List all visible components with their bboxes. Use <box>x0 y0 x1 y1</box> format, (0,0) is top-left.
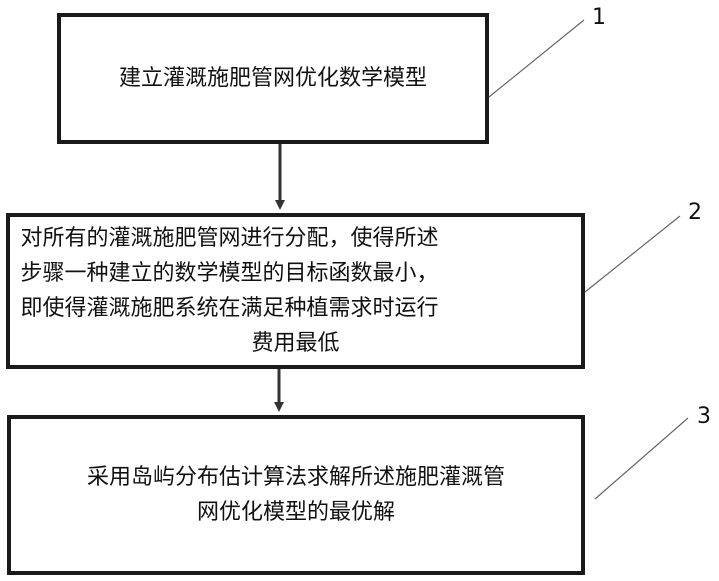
step-3-number-label: 3 <box>697 405 711 429</box>
step-3-box: 采用岛屿分布估计算法求解所述施肥灌溉管 网优化模型的最优解 <box>7 415 585 575</box>
step-2-line: 费用最低 <box>21 326 571 361</box>
step-1-text: 建立灌溉施肥管网优化数学模型 <box>119 61 427 96</box>
leader-line-3 <box>595 418 688 499</box>
step-2-line: 即使得灌溉施肥系统在满足种植需求时运行 <box>21 291 571 326</box>
step-2-box: 对所有的灌溉施肥管网进行分配，使得所述 步骤一种建立的数学模型的目标函数最小， … <box>6 213 585 369</box>
step-1-box: 建立灌溉施肥管网优化数学模型 <box>57 13 489 144</box>
step-2-number-label: 2 <box>688 201 702 225</box>
leader-line-2 <box>585 216 680 292</box>
step-2-line: 对所有的灌溉施肥管网进行分配，使得所述 <box>21 221 571 256</box>
leader-line-1 <box>489 20 584 97</box>
step-1-number-label: 1 <box>592 6 606 30</box>
step-2-text: 对所有的灌溉施肥管网进行分配，使得所述 步骤一种建立的数学模型的目标函数最小， … <box>21 221 571 361</box>
step-3-line: 网优化模型的最优解 <box>26 495 566 530</box>
step-2-line: 步骤一种建立的数学模型的目标函数最小， <box>21 256 571 291</box>
step-3-line: 采用岛屿分布估计算法求解所述施肥灌溉管 <box>26 460 566 495</box>
step-1-line: 建立灌溉施肥管网优化数学模型 <box>119 66 427 91</box>
step-3-text: 采用岛屿分布估计算法求解所述施肥灌溉管 网优化模型的最优解 <box>26 460 566 530</box>
